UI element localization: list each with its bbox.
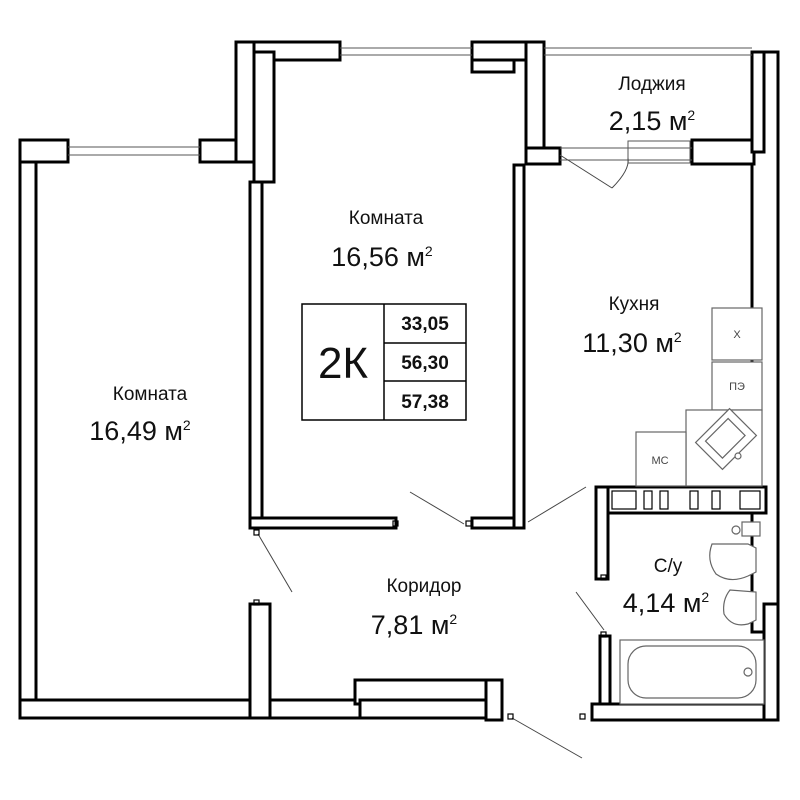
wall-segment (512, 163, 526, 530)
toilet-icon (709, 543, 757, 581)
wall-segment (234, 40, 256, 164)
wall-vent (689, 490, 699, 510)
window-sash (627, 140, 691, 164)
door-stop (253, 599, 260, 606)
fridge-icon (711, 307, 763, 361)
door-swing (575, 591, 605, 631)
room-name-center: Комната (349, 208, 424, 229)
door-stop (465, 520, 472, 527)
sink-drain (734, 452, 742, 460)
stove-icon (711, 361, 763, 411)
door-stop (600, 574, 607, 581)
washbasin-icon (723, 589, 757, 626)
kitchen-fixtures: Х ПЭ МС (635, 307, 763, 487)
room-name-bathroom: С/у (654, 556, 683, 577)
wall-segment (590, 702, 780, 722)
sink-basin (704, 417, 746, 459)
microwave-label: МС (651, 455, 668, 467)
room-name-corridor: Коридор (386, 576, 461, 597)
door-swing (559, 154, 613, 189)
door-stop (600, 631, 607, 638)
door-stop (253, 529, 260, 536)
living-area-value: 33,05 (401, 314, 449, 335)
toilet-flush (731, 525, 741, 535)
wall-segment (470, 58, 516, 74)
summary-box: 2К 33,05 56,30 57,38 (301, 303, 467, 421)
room-area-bathroom: 4,14 м2 (623, 588, 710, 618)
room-area-center: 16,56 м2 (331, 242, 433, 272)
wall-segment (248, 516, 398, 530)
room-area-left: 16,49 м2 (89, 416, 191, 446)
wall-segment (358, 698, 488, 720)
fridge-label: Х (733, 329, 741, 341)
wall-segment (762, 602, 780, 722)
stove-label: ПЭ (729, 381, 745, 393)
wall-vent (659, 490, 669, 510)
microwave-icon (635, 431, 687, 487)
room-area-kitchen: 11,30 м2 (582, 328, 682, 358)
door-swing (257, 533, 293, 593)
room-area-loggia: 2,15 м2 (609, 106, 696, 136)
walls (18, 40, 780, 722)
toilet-tank (741, 521, 761, 537)
wall-segment (690, 138, 756, 166)
door-stop (507, 713, 514, 720)
door-stop (579, 713, 586, 720)
wall-segment (484, 678, 504, 722)
total-with-loggia-value: 57,38 (401, 392, 449, 413)
wall-vent (711, 490, 721, 510)
wall-segment (248, 180, 264, 530)
wall-segment (18, 138, 70, 164)
wall-segment (598, 634, 612, 706)
bathtub-drain (743, 667, 753, 677)
door-swing (409, 491, 465, 525)
room-name-left: Комната (113, 384, 188, 405)
wall-segment (524, 40, 546, 166)
door-swing (527, 486, 587, 523)
doors (253, 154, 629, 759)
apartment-type: 2К (318, 339, 368, 388)
room-name-kitchen: Кухня (609, 294, 660, 315)
total-area-value: 56,30 (401, 353, 449, 374)
door-swing (511, 717, 583, 759)
room-area-corridor: 7,81 м2 (371, 610, 458, 640)
room-name-loggia: Лоджия (618, 74, 685, 95)
wall-vent (611, 490, 637, 510)
wall-segment (248, 602, 272, 720)
room-labels: Комната 16,49 м2 Комната 16,56 м2 Лоджия… (89, 74, 709, 640)
bathtub-inner (627, 645, 757, 699)
wall-vent (643, 490, 653, 510)
door-arc (611, 157, 629, 189)
wall-segment (252, 50, 276, 184)
wall-segment (524, 146, 562, 166)
wall-segment (750, 50, 766, 154)
wall-vent (739, 490, 761, 510)
wall-segment (18, 160, 38, 702)
door-stop (392, 520, 399, 527)
wall-segment (18, 698, 362, 720)
bathroom-fixtures (619, 521, 765, 705)
windows (68, 47, 752, 164)
wall-segment (594, 485, 610, 581)
